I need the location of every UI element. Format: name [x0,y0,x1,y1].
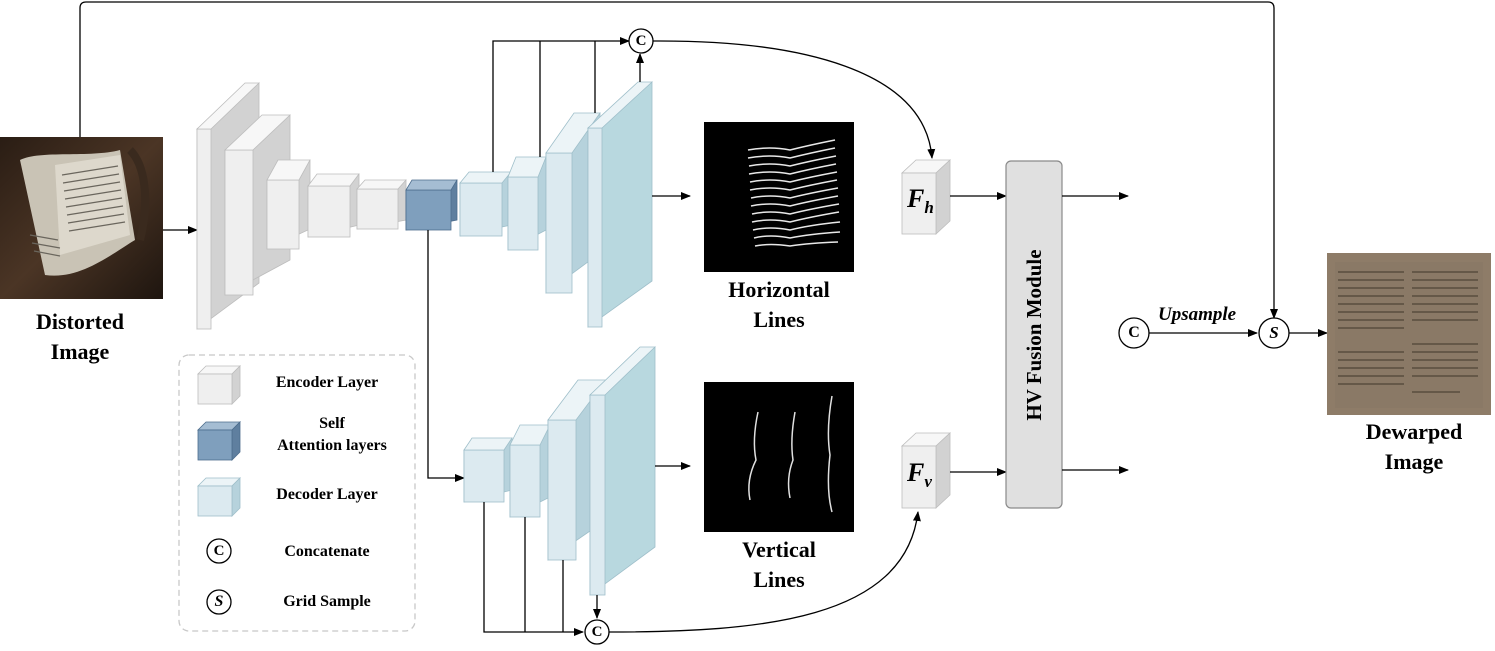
legend-grid-symbol: S [214,593,224,610]
decoder-block-large [586,81,654,328]
vertical-lines-label: Vertical Lines [704,535,854,595]
decoder-block [459,171,512,237]
legend-concat-swatch [206,538,232,564]
distorted-label-line2: Image [50,339,110,364]
legend-attention-swatch [197,421,241,461]
legend-attention-label: Self Attention layers [252,413,412,457]
hv-fusion-label: HV Fusion Module [1022,249,1046,421]
decoder-block [545,112,601,294]
encoder-block [266,159,311,250]
hv-fusion-module [1005,160,1063,509]
legend-encoder-swatch [197,365,241,405]
horizontal-lines-image [704,122,854,272]
legend-concatenate-label: Concatenate [284,543,370,560]
encoder-stack [196,82,407,330]
decoder-block [463,437,513,503]
legend [178,354,416,632]
concat-symbol-top: C [635,33,647,49]
fh-symbol: Fh [907,184,934,218]
vertical-decoder-stack [463,346,656,596]
fh-feature-block [900,159,952,235]
arrow-attention-to-vertical-decoder [427,230,465,482]
horizontal-decoder-stack [459,81,654,328]
vertical-lines-image [704,382,854,532]
vertical-label-line1: Vertical [742,537,816,562]
legend-grid-swatch [206,589,232,615]
decoder-block-large [589,346,656,596]
distorted-image-label: Distorted Image [10,307,150,367]
horizontal-label-line1: Horizontal [728,277,830,302]
legend-grid-sample-label: Grid Sample [283,593,371,610]
dewarped-image [1327,253,1491,415]
arrow-concat-to-fh [652,40,936,159]
fh-subscript: h [924,198,934,218]
distorted-label-line1: Distorted [36,309,124,334]
upsample-label: Upsample [1158,304,1237,325]
fv-feature-block [900,432,952,509]
encoder-block [356,179,407,230]
fv-base: F [907,458,925,487]
horizontal-lines-label: Horizontal Lines [704,275,854,335]
legend-concat-symbol: C [213,543,225,559]
vertical-label-line2: Lines [753,567,805,592]
lower-skip-connections [483,502,601,636]
encoder-block [307,173,360,238]
legend-encoder-label: Encoder Layer [275,374,379,391]
decoder-block [507,156,547,251]
legend-decoder-label: Decoder Layer [276,486,378,503]
legend-attention-line1: Self [319,415,345,432]
upper-skip-connections [492,37,644,172]
encoder-block [223,114,292,296]
dewarped-label-line2: Image [1384,449,1444,474]
dewarped-label-line1: Dewarped [1365,419,1463,444]
self-attention-block [405,179,458,231]
fh-base: F [907,184,925,213]
dewarped-image-label: Dewarped Image [1339,417,1489,477]
distorted-image [0,137,163,299]
fv-subscript: v [924,472,932,492]
decoder-block [509,424,551,518]
skip-connection-top [79,1,1278,319]
arrow-concat-to-fv [608,511,921,633]
horizontal-label-line2: Lines [753,307,805,332]
concat-symbol-final: C [1128,324,1140,341]
grid-symbol: S [1269,323,1279,342]
legend-decoder-swatch [197,477,241,517]
fv-symbol: Fv [907,458,932,492]
fusion-output-connections [1062,192,1129,474]
concat-symbol-bottom: C [591,624,603,640]
legend-frame [178,354,416,632]
legend-attention-line2: Attention layers [277,437,387,454]
